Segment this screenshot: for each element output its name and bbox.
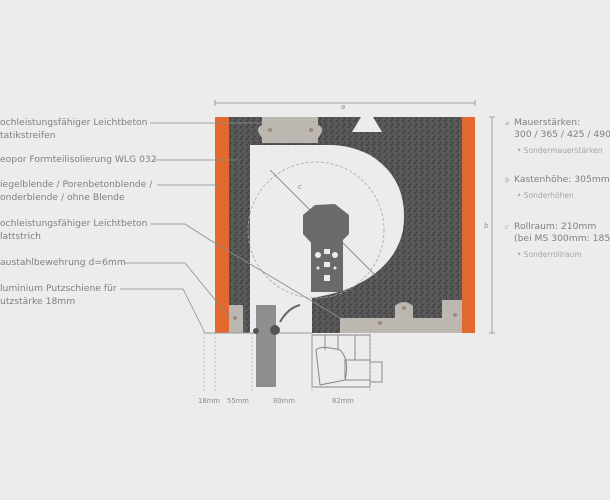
brick-facing-left bbox=[215, 117, 229, 333]
callout-leichtbeton-glattstrich: ochleistungsfähiger Leichtbeton lattstri… bbox=[0, 217, 148, 243]
roll-space-circle bbox=[247, 161, 385, 299]
top-notch bbox=[352, 117, 382, 132]
dimension-guides bbox=[203, 333, 371, 392]
callout-line: ochleistungsfähiger Leichtbeton bbox=[0, 218, 148, 229]
dimension-55mm: 55mm bbox=[227, 397, 249, 405]
spec-main: 300 / 365 / 425 / 490mm bbox=[514, 129, 610, 140]
spec-main: Rollraum: 210mm bbox=[514, 221, 597, 232]
callout-line: eopor Formteilisolierung WLG 032 bbox=[0, 154, 157, 165]
callout-line: ochleistungsfähiger Leichtbeton bbox=[0, 117, 148, 128]
callout-line: lattstrich bbox=[0, 231, 41, 242]
bottom-concrete-right bbox=[340, 300, 462, 333]
callout-putzschiene: luminium Putzschiene für utzstärke 18mm bbox=[0, 282, 117, 308]
insulation-body bbox=[229, 117, 462, 333]
spec-sub: • Sondermauerstärken bbox=[517, 146, 603, 155]
leader-lines bbox=[120, 122, 341, 334]
spec-key: b bbox=[505, 176, 510, 184]
callout-line: tatikstreifen bbox=[0, 130, 56, 141]
window-frame bbox=[311, 334, 383, 388]
brick-facing-right bbox=[462, 117, 475, 333]
top-concrete-strip bbox=[258, 117, 322, 143]
spec-key: c bbox=[505, 223, 509, 231]
spec-sub: • Sonderrollraum bbox=[517, 250, 582, 259]
callout-neopor-insulation: eopor Formteilisolierung WLG 032 bbox=[0, 153, 157, 166]
spec-main: Mauerstärken: bbox=[514, 117, 581, 128]
dimension-18mm: 18mm bbox=[198, 397, 220, 405]
spec-a-wall-thickness: a Mauerstärken: 300 / 365 / 425 / 490mm … bbox=[505, 117, 610, 157]
dimension-b-label: b bbox=[484, 222, 489, 230]
spec-c-roll-space: c Rollraum: 210mm (bei MS 300mm: 185mm) … bbox=[505, 221, 610, 261]
spec-key: a bbox=[505, 119, 509, 127]
dimension-a-label: a bbox=[341, 103, 346, 111]
callout-blende: iegelblende / Porenbetonblende / onderbl… bbox=[0, 178, 152, 204]
spec-sub: • Sonderhöhen bbox=[517, 191, 574, 200]
callout-line: iegelblende / Porenbetonblende / bbox=[0, 179, 153, 190]
callout-line: utzstärke 18mm bbox=[0, 296, 76, 307]
dimension-c-label: c bbox=[298, 183, 302, 191]
dimension-b bbox=[489, 116, 495, 334]
callout-line: austahlbewehrung d=6mm bbox=[0, 257, 126, 268]
spec-b-box-height: b Kastenhöhe: 305mm • Sonderhöhen bbox=[505, 174, 610, 202]
callout-leichtbeton-statikstreifen: ochleistungsfähiger Leichtbeton tatikstr… bbox=[0, 116, 148, 142]
callout-line: luminium Putzschiene für bbox=[0, 283, 117, 294]
callout-line: onderblende / ohne Blende bbox=[0, 192, 125, 203]
spec-main: Kastenhöhe: 305mm bbox=[514, 174, 610, 185]
dimension-82mm: 82mm bbox=[332, 397, 354, 405]
shutter-shaft bbox=[303, 204, 349, 247]
callout-baustahl: austahlbewehrung d=6mm bbox=[0, 256, 126, 269]
dimension-a bbox=[214, 100, 476, 106]
dimension-80mm: 80mm bbox=[273, 397, 295, 405]
spec-main: (bei MS 300mm: 185mm) bbox=[514, 233, 610, 244]
shutter-guide bbox=[256, 305, 276, 387]
